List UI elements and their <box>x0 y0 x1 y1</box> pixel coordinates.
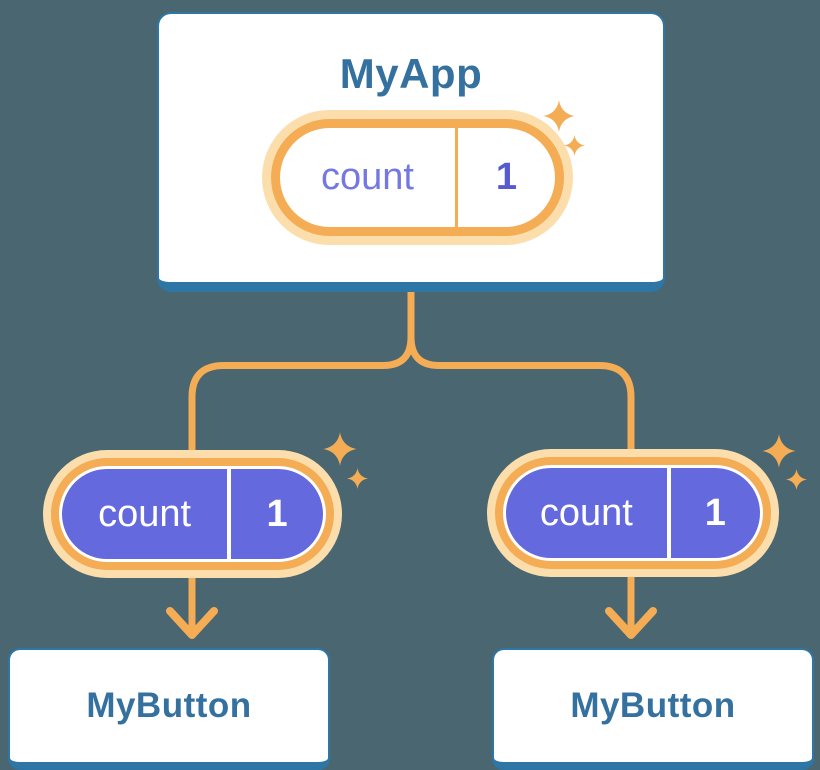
props-pill-body: count 1 <box>503 465 763 561</box>
sparkle-small-icon <box>564 135 585 156</box>
mybutton-card-right: MyButton <box>492 648 814 770</box>
prop-name: count <box>98 492 192 535</box>
branch-left-line <box>188 276 415 466</box>
prop-name: count <box>539 491 633 534</box>
state-value: 1 <box>495 156 517 198</box>
state-name: count <box>320 156 414 198</box>
props-pill-left: count 1 <box>43 450 342 578</box>
mybutton-card-left: MyButton <box>8 648 330 770</box>
state-pill-body: count 1 <box>280 128 555 227</box>
sparkle-small-icon <box>347 468 368 489</box>
props-pill-body: count 1 <box>59 466 326 562</box>
props-pill-ring: count 1 <box>495 457 771 569</box>
state-pill-ring: count 1 <box>271 119 564 236</box>
sparkle-large-icon <box>323 432 357 466</box>
props-pill-right: count 1 <box>487 449 779 577</box>
prop-value: 1 <box>704 491 726 534</box>
sparkle-large-icon <box>762 434 796 468</box>
props-pill-ring: count 1 <box>51 458 334 570</box>
props-pill-divider <box>666 468 671 558</box>
prop-value: 1 <box>266 492 288 535</box>
leaf-component-title: MyButton <box>86 686 252 725</box>
sparkle-large-icon <box>543 100 575 132</box>
sparkle-small-icon <box>786 469 807 490</box>
arrow-left-head-icon <box>166 607 218 639</box>
arrow-right-head-icon <box>605 607 657 639</box>
root-component-title: MyApp <box>339 50 483 97</box>
state-pill: count 1 <box>262 110 573 245</box>
branch-right-line <box>407 276 635 466</box>
leaf-component-title: MyButton <box>570 686 736 725</box>
props-pill-divider <box>227 469 232 559</box>
myapp-card: MyApp <box>157 12 665 292</box>
state-pill-divider <box>454 128 458 227</box>
